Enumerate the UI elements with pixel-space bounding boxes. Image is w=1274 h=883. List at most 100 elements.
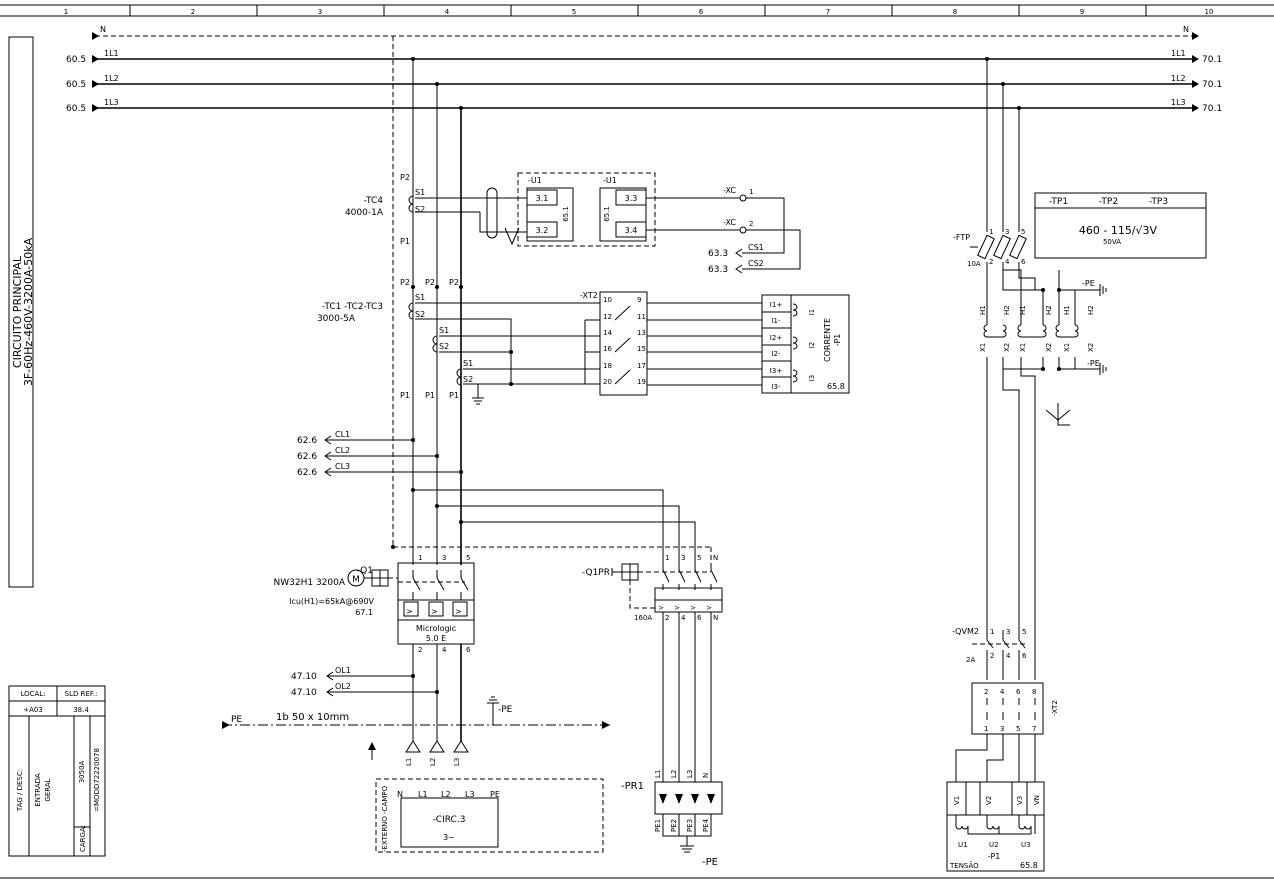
xt2-r: 9: [637, 296, 641, 304]
circuit-subtitle: 3F-60Hz-460V-3200A-50kA: [22, 237, 35, 386]
tc-s1: S1: [439, 326, 449, 335]
cl-ref: 62.6: [297, 468, 317, 478]
xc-num: 2: [749, 220, 753, 228]
ftp-top: 3: [1005, 228, 1009, 236]
xt2-l: 10: [603, 296, 612, 304]
neutral-label-right: N: [1183, 25, 1189, 34]
main-bus: N N 60.5 60.5 60.5 1L1 1L2 1L3 1L1 1L2 1…: [66, 25, 1222, 114]
q1-top: 3: [442, 554, 446, 562]
tc-p1: P1: [400, 391, 410, 400]
qvm2-bot: 6: [1022, 652, 1027, 660]
ol-ref: 47.10: [291, 672, 317, 682]
phase-label: 1L2: [1171, 74, 1186, 83]
tc-p1: P1: [425, 391, 435, 400]
vertical-title-box: CIRCUITO PRINCIPAL 3F-60Hz-460V-3200A-50…: [8, 36, 35, 588]
q1-top: 1: [418, 554, 422, 562]
cl-outputs: CL1 CL2 CL3 62.6 62.6 62.6: [297, 430, 463, 478]
bus-ref-left: 60.5: [66, 80, 86, 90]
tc-p2: P2: [449, 278, 459, 287]
circ3-load: L1 L2 L3 N L1 L2 L3 PE -CIRC.3 3~ -EXTER…: [375, 740, 604, 853]
ruler-col: 5: [572, 8, 576, 16]
tp-tag: -TP2: [1099, 197, 1118, 207]
p1-term: I2-: [771, 350, 781, 358]
qvm2-tag: -QVM2: [952, 627, 979, 636]
p1v-tag: -P1: [988, 852, 1001, 861]
ol-ref: 47.10: [291, 688, 317, 698]
tp-voltage-transformers: -TP1 -TP2 -TP3 460 - 115/√3V 50VA -FTP 1…: [953, 57, 1207, 630]
main-conductors: [392, 36, 463, 565]
tp-h: H2: [1045, 305, 1053, 315]
tc-tag: -TC1 -TC2-TC3: [322, 302, 383, 312]
phase-label: 1L1: [104, 49, 119, 58]
pr1-bot: PE1: [654, 819, 662, 832]
qvm2-top: 3: [1006, 628, 1010, 636]
circ3-phase: 3~: [443, 833, 455, 842]
p1v-coil: U2: [989, 841, 999, 849]
q1pr-ol: >: [658, 604, 664, 612]
qvm2-rating: 2A: [966, 656, 975, 664]
u1-tag-b: -U1: [603, 176, 617, 185]
q1-model: NW32H1 3200A: [274, 578, 346, 588]
ol-label: OL2: [335, 682, 351, 691]
bus-ref-left: 60.5: [66, 55, 86, 65]
pr1-top: L1: [654, 770, 662, 778]
bus-ref-left: 60.5: [66, 104, 86, 114]
cl-ref: 62.6: [297, 436, 317, 446]
tc4-tag: -TC4: [364, 196, 384, 206]
u1-ref: 65.1: [562, 206, 570, 222]
xc-tag: -XC: [723, 218, 736, 227]
pr1-top: N: [702, 773, 710, 778]
tc-s1: S1: [415, 293, 425, 302]
tp-tag: -TP3: [1149, 197, 1168, 207]
xt2-shorting-terminal: -XT2 10 12 14 16 18 20 9 11 13 15 17 19: [580, 291, 762, 396]
xt2-r: 13: [637, 329, 646, 337]
tag-desc-2: GERAL: [44, 778, 52, 801]
u1-transducers: -U1 -U1 3.1 3.2 3.3 3.4 65.1 65.1: [517, 172, 656, 247]
xt2-l: 12: [603, 313, 612, 321]
xc-tag: -XC: [723, 186, 736, 195]
xc-cs2: CS2: [748, 259, 764, 268]
p1v-coil: U3: [1021, 841, 1031, 849]
pe-bar: PE 1b 50 x 10mm -PE: [222, 696, 610, 760]
q1pr-bot: N: [713, 614, 718, 622]
q1pr-feeders: [391, 488, 712, 565]
tp-x: X1: [1019, 343, 1027, 352]
tc-s2: S2: [415, 310, 425, 319]
code-value: =MODD72220078: [93, 748, 101, 812]
p1v-ref: 65.8: [1020, 861, 1038, 870]
ftp-tag: -FTP: [953, 233, 970, 242]
cl-label: CL3: [335, 462, 350, 471]
q1pr-bot: 6: [697, 614, 702, 622]
phase-label: 1L3: [1171, 98, 1186, 107]
xt2-r: 19: [637, 378, 646, 386]
xc-ref: 63.3: [708, 265, 728, 275]
tp-h: H1: [979, 305, 987, 315]
cl-label: CL2: [335, 446, 350, 455]
p1-coil: I3: [808, 375, 816, 382]
p1-coil: I1: [808, 309, 816, 316]
tp-power: 50VA: [1103, 238, 1121, 246]
tp-ratio: 460 - 115/√3V: [1079, 224, 1158, 237]
p1-term: I3-: [771, 383, 781, 391]
q1pr-bot: 2: [665, 614, 669, 622]
q1-bot: 6: [466, 646, 471, 654]
q1pr-top: N: [713, 554, 718, 562]
tc-p1: P1: [449, 391, 459, 400]
tc4-ratio: 4000-1A: [345, 208, 384, 218]
pr1-surge-protector: -PR1 L1 L2 L3 N PE1 PE2 PE3 PE4 -PE: [621, 770, 723, 868]
tp-tag: -TP1: [1049, 197, 1068, 207]
q1-bot: 4: [442, 646, 447, 654]
u1-ref: 65.1: [603, 206, 611, 222]
qvm2-bot: 4: [1006, 652, 1011, 660]
ftp-bot: 4: [1005, 258, 1010, 266]
xc-cs1: CS1: [748, 243, 764, 252]
local-value: +A03: [23, 706, 43, 714]
tc4-p1: P1: [400, 237, 410, 246]
tp-pe: -PE: [1082, 279, 1095, 288]
xt2-r: 15: [637, 345, 646, 353]
neutral-label-left: N: [100, 25, 106, 34]
q1pr-tag: -Q1PR: [582, 568, 610, 578]
tp-x: X1: [1063, 343, 1071, 352]
circ-out: L1: [405, 758, 413, 766]
p1v-term: V2: [985, 796, 993, 805]
